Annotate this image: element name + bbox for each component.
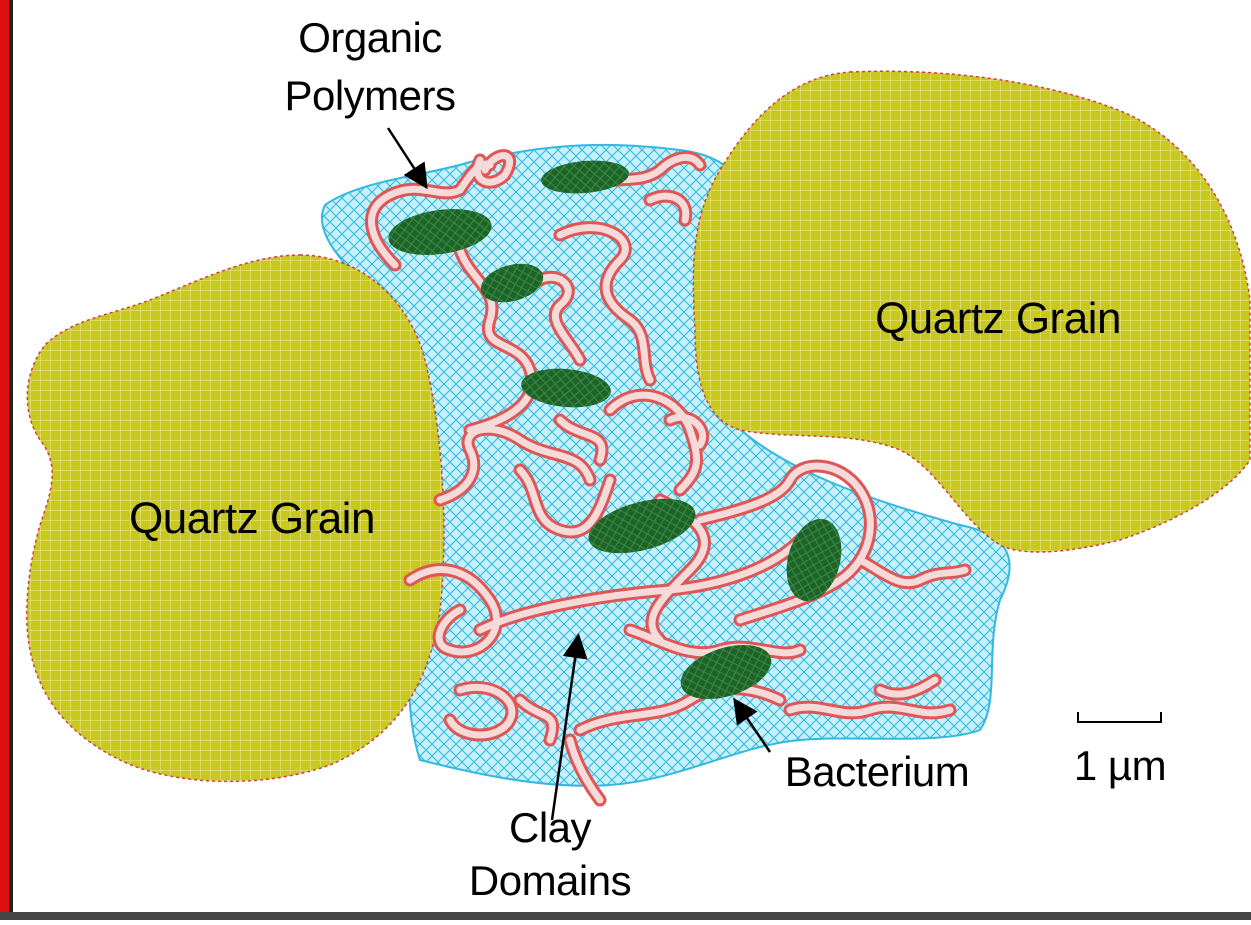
organic-polymers-label-line1: Organic <box>298 14 442 61</box>
frame-left-shadow <box>9 0 13 920</box>
clay-domains-label-line2: Domains <box>469 857 631 904</box>
quartz-grain-left-label: Quartz Grain <box>129 494 375 543</box>
quartz-grain-right-label: Quartz Grain <box>875 294 1121 343</box>
scale-bar <box>1078 712 1161 723</box>
bacterium-label: Bacterium <box>785 748 970 795</box>
frame-left-bar <box>0 0 9 920</box>
clay-domains-label-line1: Clay <box>509 804 592 851</box>
scale-bar-label: 1 µm <box>1074 742 1166 789</box>
organic-polymers-label-line2: Polymers <box>284 72 455 119</box>
frame-bottom-bar <box>0 912 1251 920</box>
